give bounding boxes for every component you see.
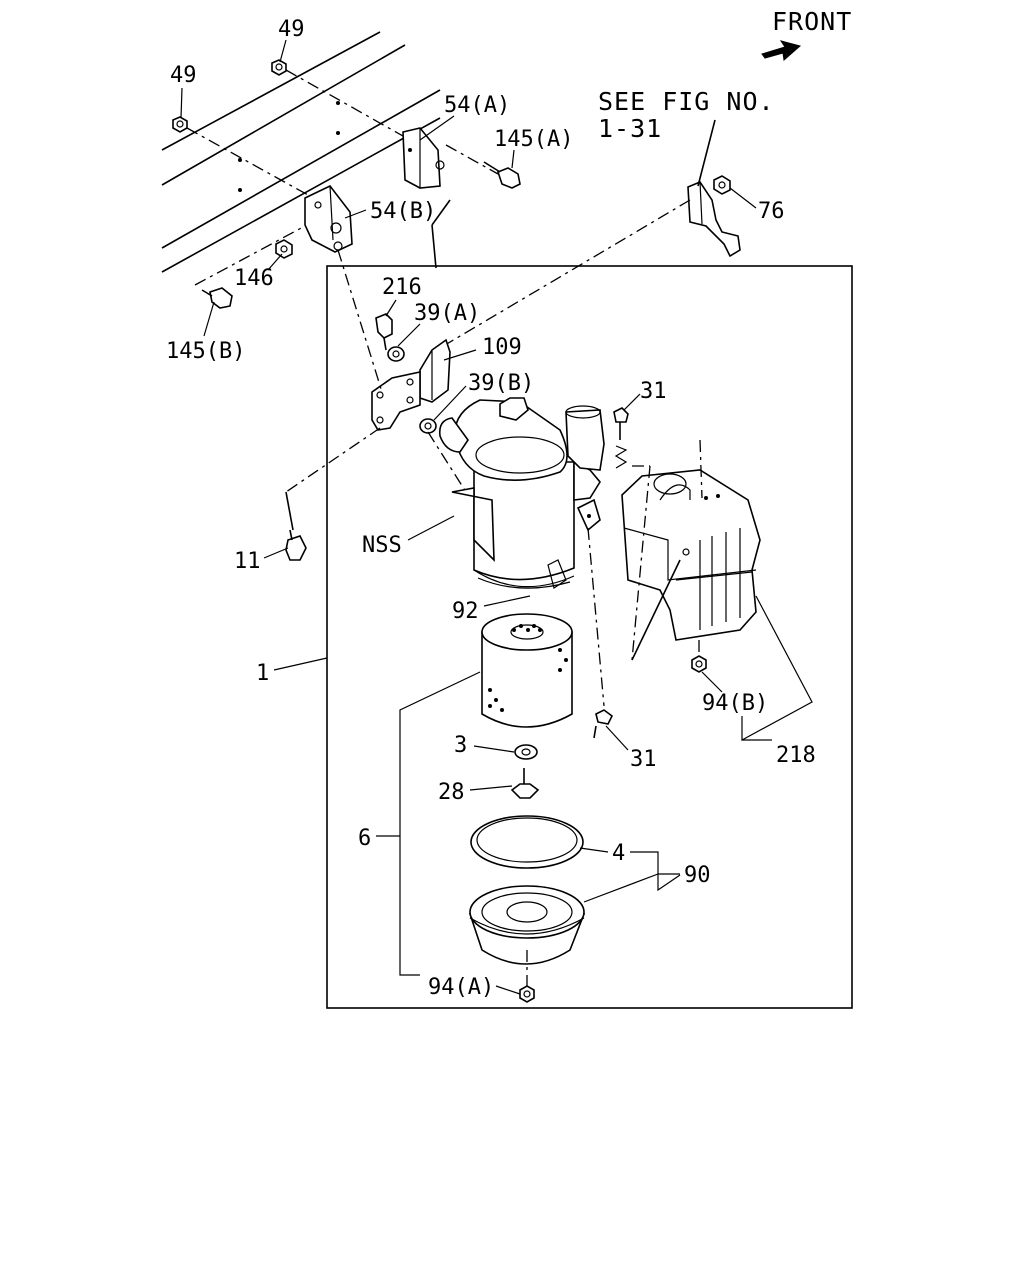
callout-6: 6 xyxy=(358,826,371,851)
callout-90: 90 xyxy=(684,863,711,888)
callout-92: 92 xyxy=(452,599,479,624)
callout-labels: 49 49 54(A) 145(A) 54(B) 146 145(B) 76 2… xyxy=(166,17,816,1000)
callout-31-lower: 31 xyxy=(630,747,657,772)
washer-39a xyxy=(387,346,405,362)
bolt-11 xyxy=(285,529,307,561)
filter-element xyxy=(481,613,573,728)
front-indicator: FRONT xyxy=(761,7,852,61)
bracket-109 xyxy=(419,338,451,403)
washer-39b xyxy=(419,418,437,434)
callout-39a: 39(A) xyxy=(414,301,480,326)
callout-4: 4 xyxy=(612,841,625,866)
resonator-bracket xyxy=(576,498,601,532)
see-fig-number: 1-31 xyxy=(598,114,662,143)
callout-94a: 94(A) xyxy=(428,975,494,1000)
bolt-145a xyxy=(483,161,521,189)
callout-54b: 54(B) xyxy=(370,199,436,224)
callout-216: 216 xyxy=(382,275,422,300)
callout-49-upper: 49 xyxy=(278,17,305,42)
nut-146 xyxy=(275,239,293,259)
bracket-fig-1-31 xyxy=(687,119,741,258)
figure-reference: SEE FIG NO. 1-31 xyxy=(598,87,775,143)
bolt-145b xyxy=(201,287,233,309)
dust-cup-90 xyxy=(468,885,586,965)
callout-145b: 145(B) xyxy=(166,339,245,364)
callout-49-lower: 49 xyxy=(170,63,197,88)
bracket-54b xyxy=(304,184,353,253)
callout-11: 11 xyxy=(234,549,261,574)
callout-218: 218 xyxy=(776,743,816,768)
frame-rail xyxy=(161,31,441,273)
mounting-bracket xyxy=(371,371,421,431)
callout-54a: 54(A) xyxy=(444,93,510,118)
assembly-1-boundary xyxy=(326,265,853,1009)
callout-109: 109 xyxy=(482,335,522,360)
callout-28: 28 xyxy=(438,780,465,805)
seal-ring-4 xyxy=(470,815,584,869)
callout-39b: 39(B) xyxy=(468,371,534,396)
air-cleaner-body xyxy=(438,397,605,589)
leader-lines xyxy=(180,39,813,995)
screw-31-lower xyxy=(593,709,614,739)
callout-31-upper: 31 xyxy=(640,379,667,404)
nut-76 xyxy=(713,175,731,195)
front-arrow-icon xyxy=(761,40,802,61)
nut-49-upper xyxy=(271,59,287,76)
bracket-54a xyxy=(402,127,445,189)
resonator-218 xyxy=(621,469,761,641)
gasket-3 xyxy=(514,744,538,760)
callout-76: 76 xyxy=(758,199,785,224)
callout-145a: 145(A) xyxy=(494,127,573,152)
bolt-216 xyxy=(375,313,393,351)
screw-31-upper xyxy=(613,407,629,469)
front-label: FRONT xyxy=(772,7,852,36)
callout-94b: 94(B) xyxy=(702,691,768,716)
see-fig-label: SEE FIG NO. xyxy=(598,87,775,116)
nut-94b xyxy=(691,655,707,673)
nut-49-lower xyxy=(172,116,188,133)
wing-nut-28 xyxy=(510,768,540,799)
nut-94a xyxy=(519,985,535,1003)
callout-nss: NSS xyxy=(362,533,402,558)
callout-3: 3 xyxy=(454,733,467,758)
callout-1: 1 xyxy=(256,661,269,686)
callout-146: 146 xyxy=(234,266,274,291)
